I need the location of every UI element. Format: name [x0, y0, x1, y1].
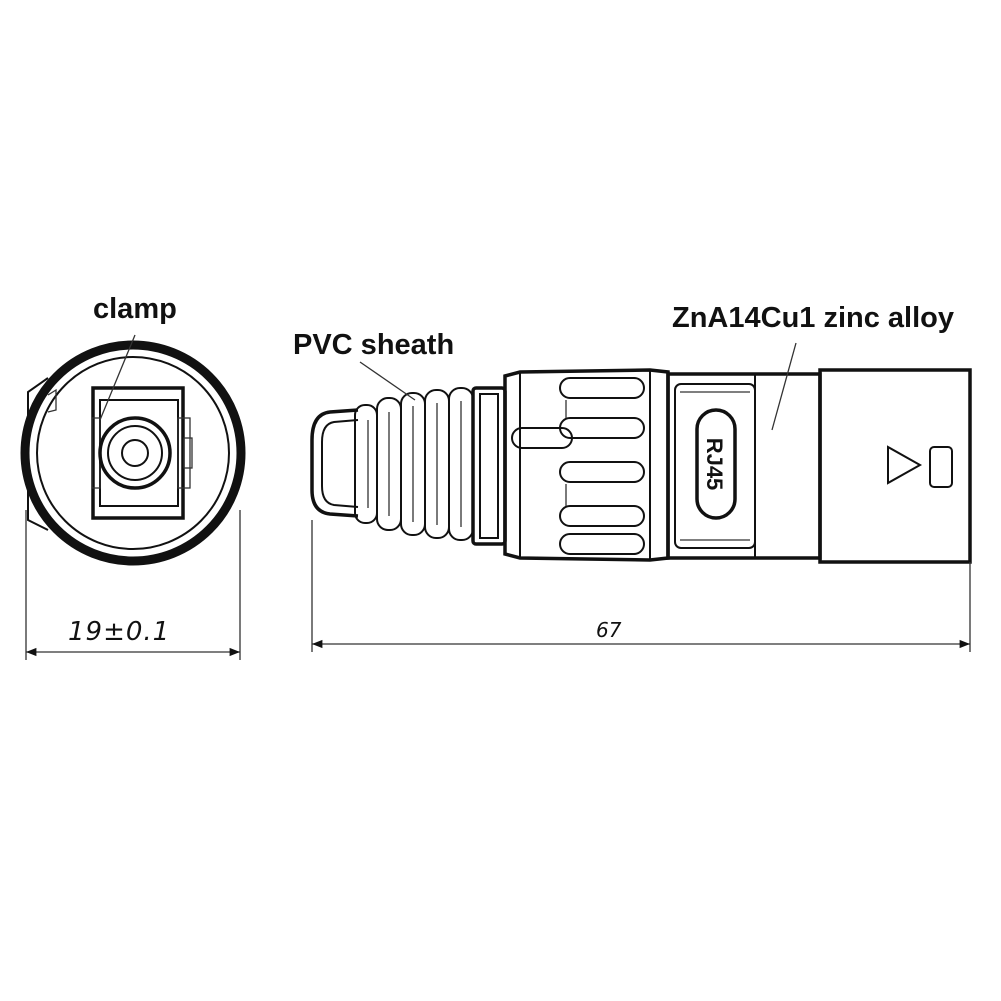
hex-body [666, 372, 822, 560]
sheath-ribs [354, 387, 474, 541]
front-outer-ring [20, 340, 246, 566]
sheath-collar [471, 386, 507, 546]
clamp-inner [99, 399, 179, 507]
cable-hole-outer [98, 416, 172, 490]
grip-ribs [511, 377, 645, 555]
diameter-dimension [25, 510, 241, 660]
length-dimension [311, 520, 971, 652]
front-inner-ring [36, 356, 230, 550]
sheath-tail [310, 408, 359, 518]
rj45-badge [695, 408, 737, 520]
latch-window-icon [929, 446, 953, 488]
triangle-marker-icon [887, 445, 923, 485]
clamp-leader [99, 334, 136, 421]
length-value: 67 [596, 618, 622, 642]
cable-hole-mid [107, 425, 163, 481]
front-flat-tab [27, 377, 49, 531]
rj45-text: RJ45 [702, 438, 727, 491]
side-view: RJ45 [310, 368, 972, 564]
diameter-value: 19±0.1 [68, 617, 170, 647]
pvc-sheath-leader [359, 361, 416, 401]
clamp-label: clamp [93, 293, 177, 325]
plug-body [818, 368, 972, 564]
front-view [20, 340, 246, 566]
cable-hole-inner [121, 439, 149, 467]
clamp-block [91, 386, 185, 520]
zinc-alloy-label: ZnA14Cu1 zinc alloy [672, 302, 954, 334]
pvc-sheath-label: PVC sheath [293, 329, 454, 361]
zinc-alloy-leader [771, 342, 797, 431]
